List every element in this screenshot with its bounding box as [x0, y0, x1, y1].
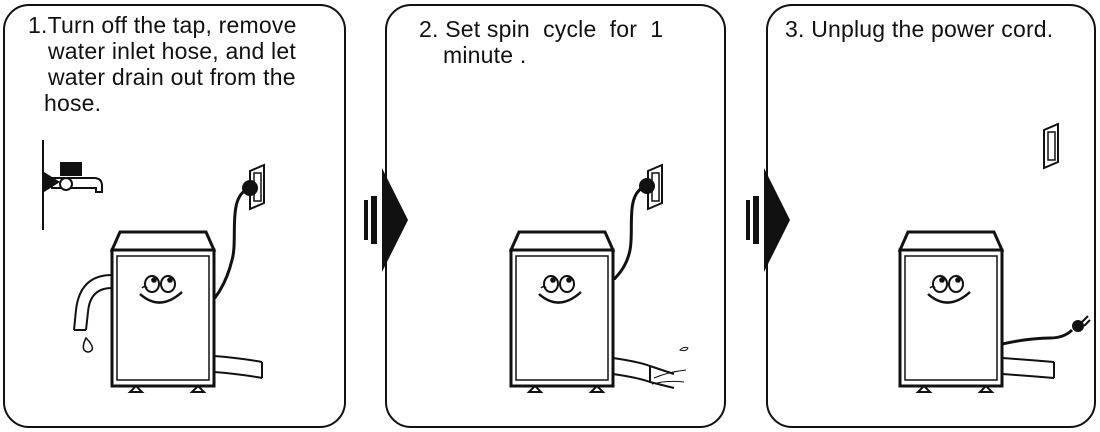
step-1-line-1: Turn off the tap, remove [48, 12, 297, 38]
step-1-line-2: water inlet hose, and let [48, 38, 296, 64]
step-3-text: 3. Unplug the power cord. [785, 16, 1085, 42]
step-2-text: 2. Set spin cycle for 1 minute . [419, 16, 699, 68]
step-3-line-1: Unplug the power cord. [811, 16, 1053, 42]
step-1-number: 1. [28, 12, 48, 38]
step-1-line-4: hose. [44, 90, 101, 116]
step-2-line-1: Set spin cycle for 1 [445, 16, 663, 42]
step-3-panel [766, 4, 1096, 428]
step-2-line-2: minute . [443, 42, 526, 68]
step-1-line-3: water drain out from the [48, 64, 296, 90]
step-1-text: 1.Turn off the tap, remove water inlet h… [28, 12, 328, 116]
step-2-number: 2. [419, 16, 439, 42]
step-3-number: 3. [785, 16, 805, 42]
